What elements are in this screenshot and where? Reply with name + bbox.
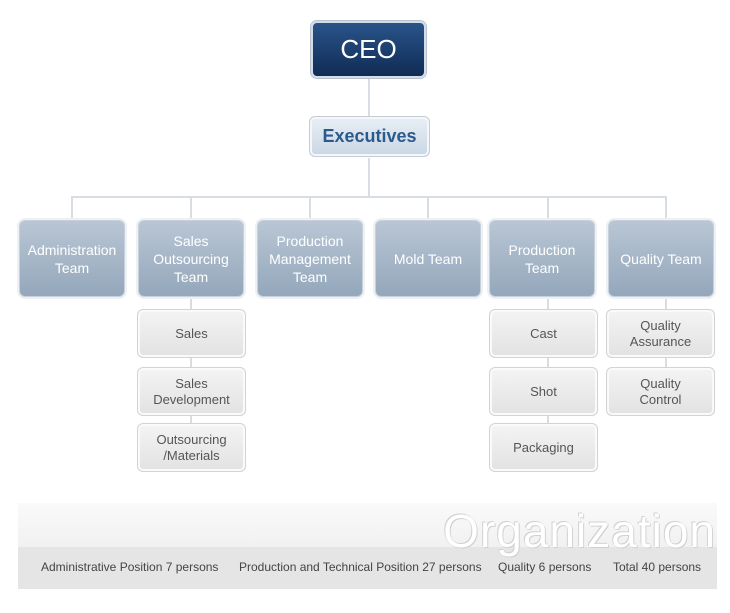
team-administration: Administration Team xyxy=(19,220,125,297)
connector-ceo-executives xyxy=(368,79,370,116)
organization-title: Organization xyxy=(443,505,716,557)
connector-drop-2 xyxy=(190,196,192,220)
team-sales-outsourcing: Sales Outsourcing Team xyxy=(138,220,244,297)
stat-administrative: Administrative Position 7 persons xyxy=(41,560,219,574)
stat-quality: Quality 6 persons xyxy=(498,560,592,574)
connector-horizontal-bus xyxy=(71,196,667,198)
connector-drop-3 xyxy=(309,196,311,220)
footer-band xyxy=(18,503,717,547)
subunit-shot: Shot xyxy=(489,367,598,416)
stat-production-technical: Production and Technical Position 27 per… xyxy=(239,560,482,574)
connector-sales-subunits xyxy=(190,297,192,427)
team-production: Production Team xyxy=(489,220,595,297)
subunit-cast: Cast xyxy=(489,309,598,358)
executives-node: Executives xyxy=(309,116,430,157)
subunit-sales: Sales xyxy=(137,309,246,358)
connector-production-subunits xyxy=(547,297,549,427)
ceo-node: CEO xyxy=(311,21,426,78)
team-production-management: Production Management Team xyxy=(257,220,363,297)
connector-executives-bus xyxy=(368,158,370,196)
connector-drop-4 xyxy=(427,196,429,220)
subunit-quality-assurance: Quality Assurance xyxy=(606,309,715,358)
connector-drop-6 xyxy=(665,196,667,220)
footer-stats-bar xyxy=(18,547,717,589)
team-quality: Quality Team xyxy=(608,220,714,297)
connector-drop-1 xyxy=(71,196,73,220)
subunit-quality-control: Quality Control xyxy=(606,367,715,416)
team-mold: Mold Team xyxy=(375,220,481,297)
subunit-packaging: Packaging xyxy=(489,423,598,472)
stat-total: Total 40 persons xyxy=(613,560,702,574)
subunit-outsourcing-materials: Outsourcing /Materials xyxy=(137,423,246,472)
subunit-sales-development: Sales Development xyxy=(137,367,246,416)
connector-drop-5 xyxy=(547,196,549,220)
